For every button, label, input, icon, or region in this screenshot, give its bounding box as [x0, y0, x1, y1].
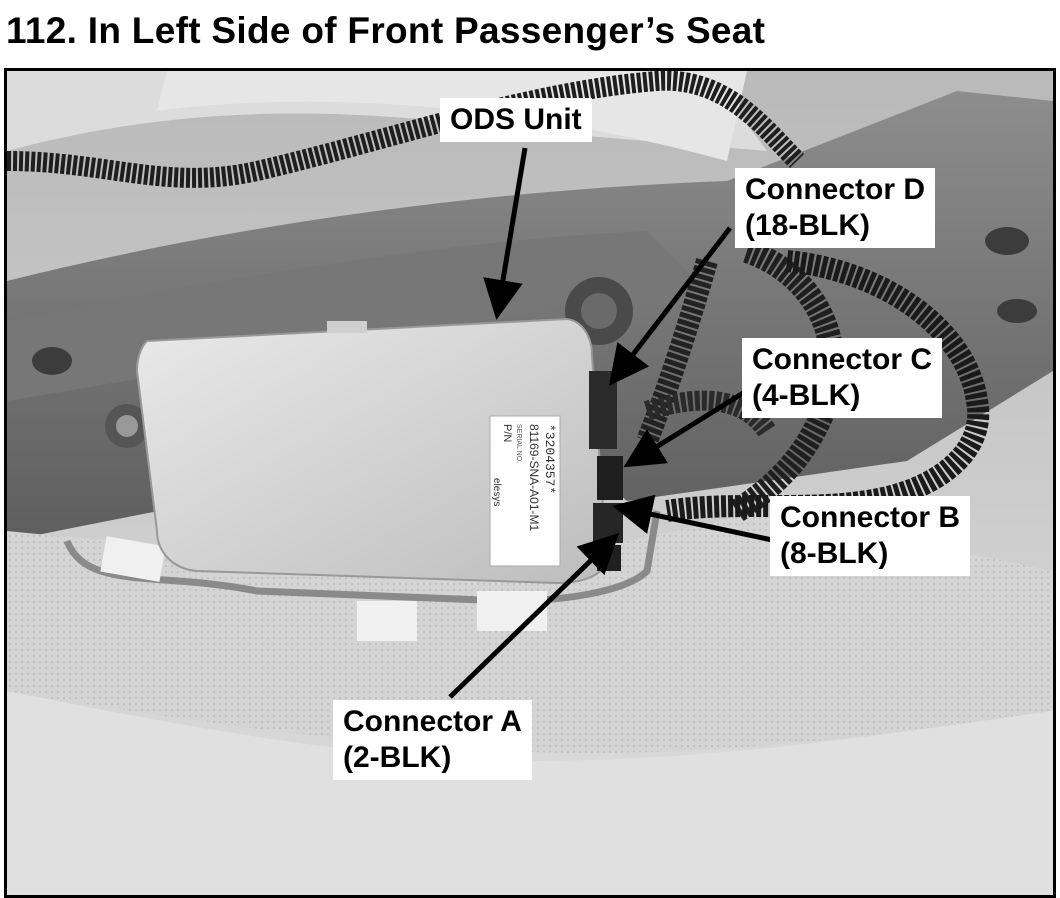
- wire-harness: [730, 239, 845, 521]
- callout-connector-c-line1: Connector C: [752, 343, 932, 376]
- callout-ods-unit-line1: ODS Unit: [450, 103, 582, 136]
- callout-connector-a-line2: (2-BLK): [343, 741, 452, 774]
- label-pn: P/N: [501, 424, 513, 442]
- wire-harness: [665, 250, 990, 522]
- label-serial-caption: SERIAL NO.: [515, 424, 522, 463]
- label-brand: elesys: [491, 478, 502, 506]
- callout-connector-a: Connector A (2-BLK): [333, 700, 532, 780]
- callout-connector-c-line2: (4-BLK): [752, 379, 861, 412]
- callout-connector-b-line1: Connector B: [780, 501, 960, 534]
- callout-connector-d-line2: (18-BLK): [745, 209, 870, 242]
- callout-ods-unit: ODS Unit: [440, 98, 592, 142]
- ods-unit-label: P/N 81169-SNA-A01-M1 SERIAL NO. *3204357…: [489, 415, 561, 567]
- support-rod: [63, 510, 661, 605]
- callout-connector-b: Connector B (8-BLK): [770, 496, 970, 576]
- label-serial: *3204357*: [542, 424, 557, 494]
- label-part-number: 81169-SNA-A01-M1: [527, 424, 541, 531]
- callout-connector-c: Connector C (4-BLK): [742, 338, 942, 418]
- callout-connector-d: Connector D (18-BLK): [735, 168, 935, 248]
- connector-b-plug: [593, 503, 623, 543]
- page-title: 112. In Left Side of Front Passenger’s S…: [6, 10, 766, 51]
- wire-harness: [7, 71, 805, 188]
- connector-d-plug: [589, 371, 617, 449]
- connector-c-plug: [597, 456, 623, 500]
- connector-a-plug: [597, 545, 621, 571]
- callout-connector-b-line2: (8-BLK): [780, 537, 889, 570]
- callout-connector-a-line1: Connector A: [343, 705, 522, 738]
- callout-connector-d-line1: Connector D: [745, 173, 925, 206]
